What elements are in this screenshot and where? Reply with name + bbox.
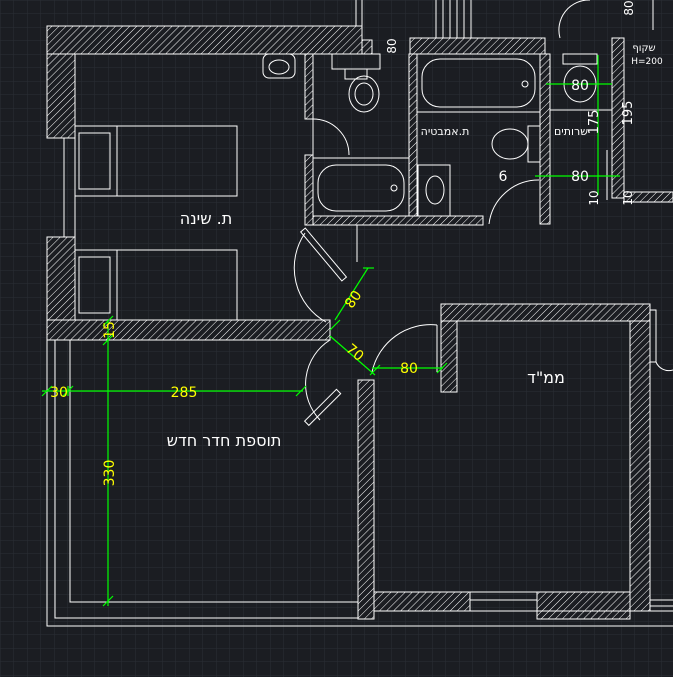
dimension-lines — [41, 55, 620, 607]
toilet-2 — [491, 125, 541, 163]
dim-80-wc: 80 — [571, 78, 589, 94]
doors — [293, 109, 612, 427]
dim-175: 175 — [587, 110, 602, 135]
dim-330: 330 — [102, 460, 118, 487]
label-window-height: H=200 — [631, 57, 663, 67]
label-window: שקוף — [632, 43, 655, 54]
dim-80-safe: 80 — [400, 361, 418, 377]
sink-bedroom — [262, 53, 296, 79]
dim-285: 285 — [171, 385, 198, 401]
dim-80-right: 80 — [622, 0, 636, 15]
dim-80-top: 80 — [385, 38, 399, 53]
dim-30: 30 — [50, 385, 68, 401]
label-bathroom: ת.אמבטיה — [421, 125, 470, 138]
bathtub-right — [416, 53, 541, 113]
toilet-1 — [331, 53, 381, 113]
label-safe-room: ממ"ד — [527, 368, 565, 387]
bathtub-left — [312, 157, 410, 217]
dim-15: 15 — [102, 321, 118, 339]
dim-10b: 10 — [621, 190, 635, 205]
label-toilets: שרותים — [554, 125, 588, 138]
outer-outline — [46, 0, 673, 627]
dim-10: 10 — [587, 190, 601, 205]
walls — [46, 25, 673, 620]
dim-80-wc2: 80 — [571, 169, 589, 185]
bed-top — [74, 125, 238, 197]
bed-bottom — [74, 249, 238, 321]
label-new-room: תוספת חדר חדש — [167, 431, 282, 450]
dim-195: 195 — [621, 101, 636, 126]
sink-bathroom — [417, 164, 451, 217]
dim-6: 6 — [499, 169, 508, 185]
label-bedroom: ת. שינה — [180, 209, 232, 228]
